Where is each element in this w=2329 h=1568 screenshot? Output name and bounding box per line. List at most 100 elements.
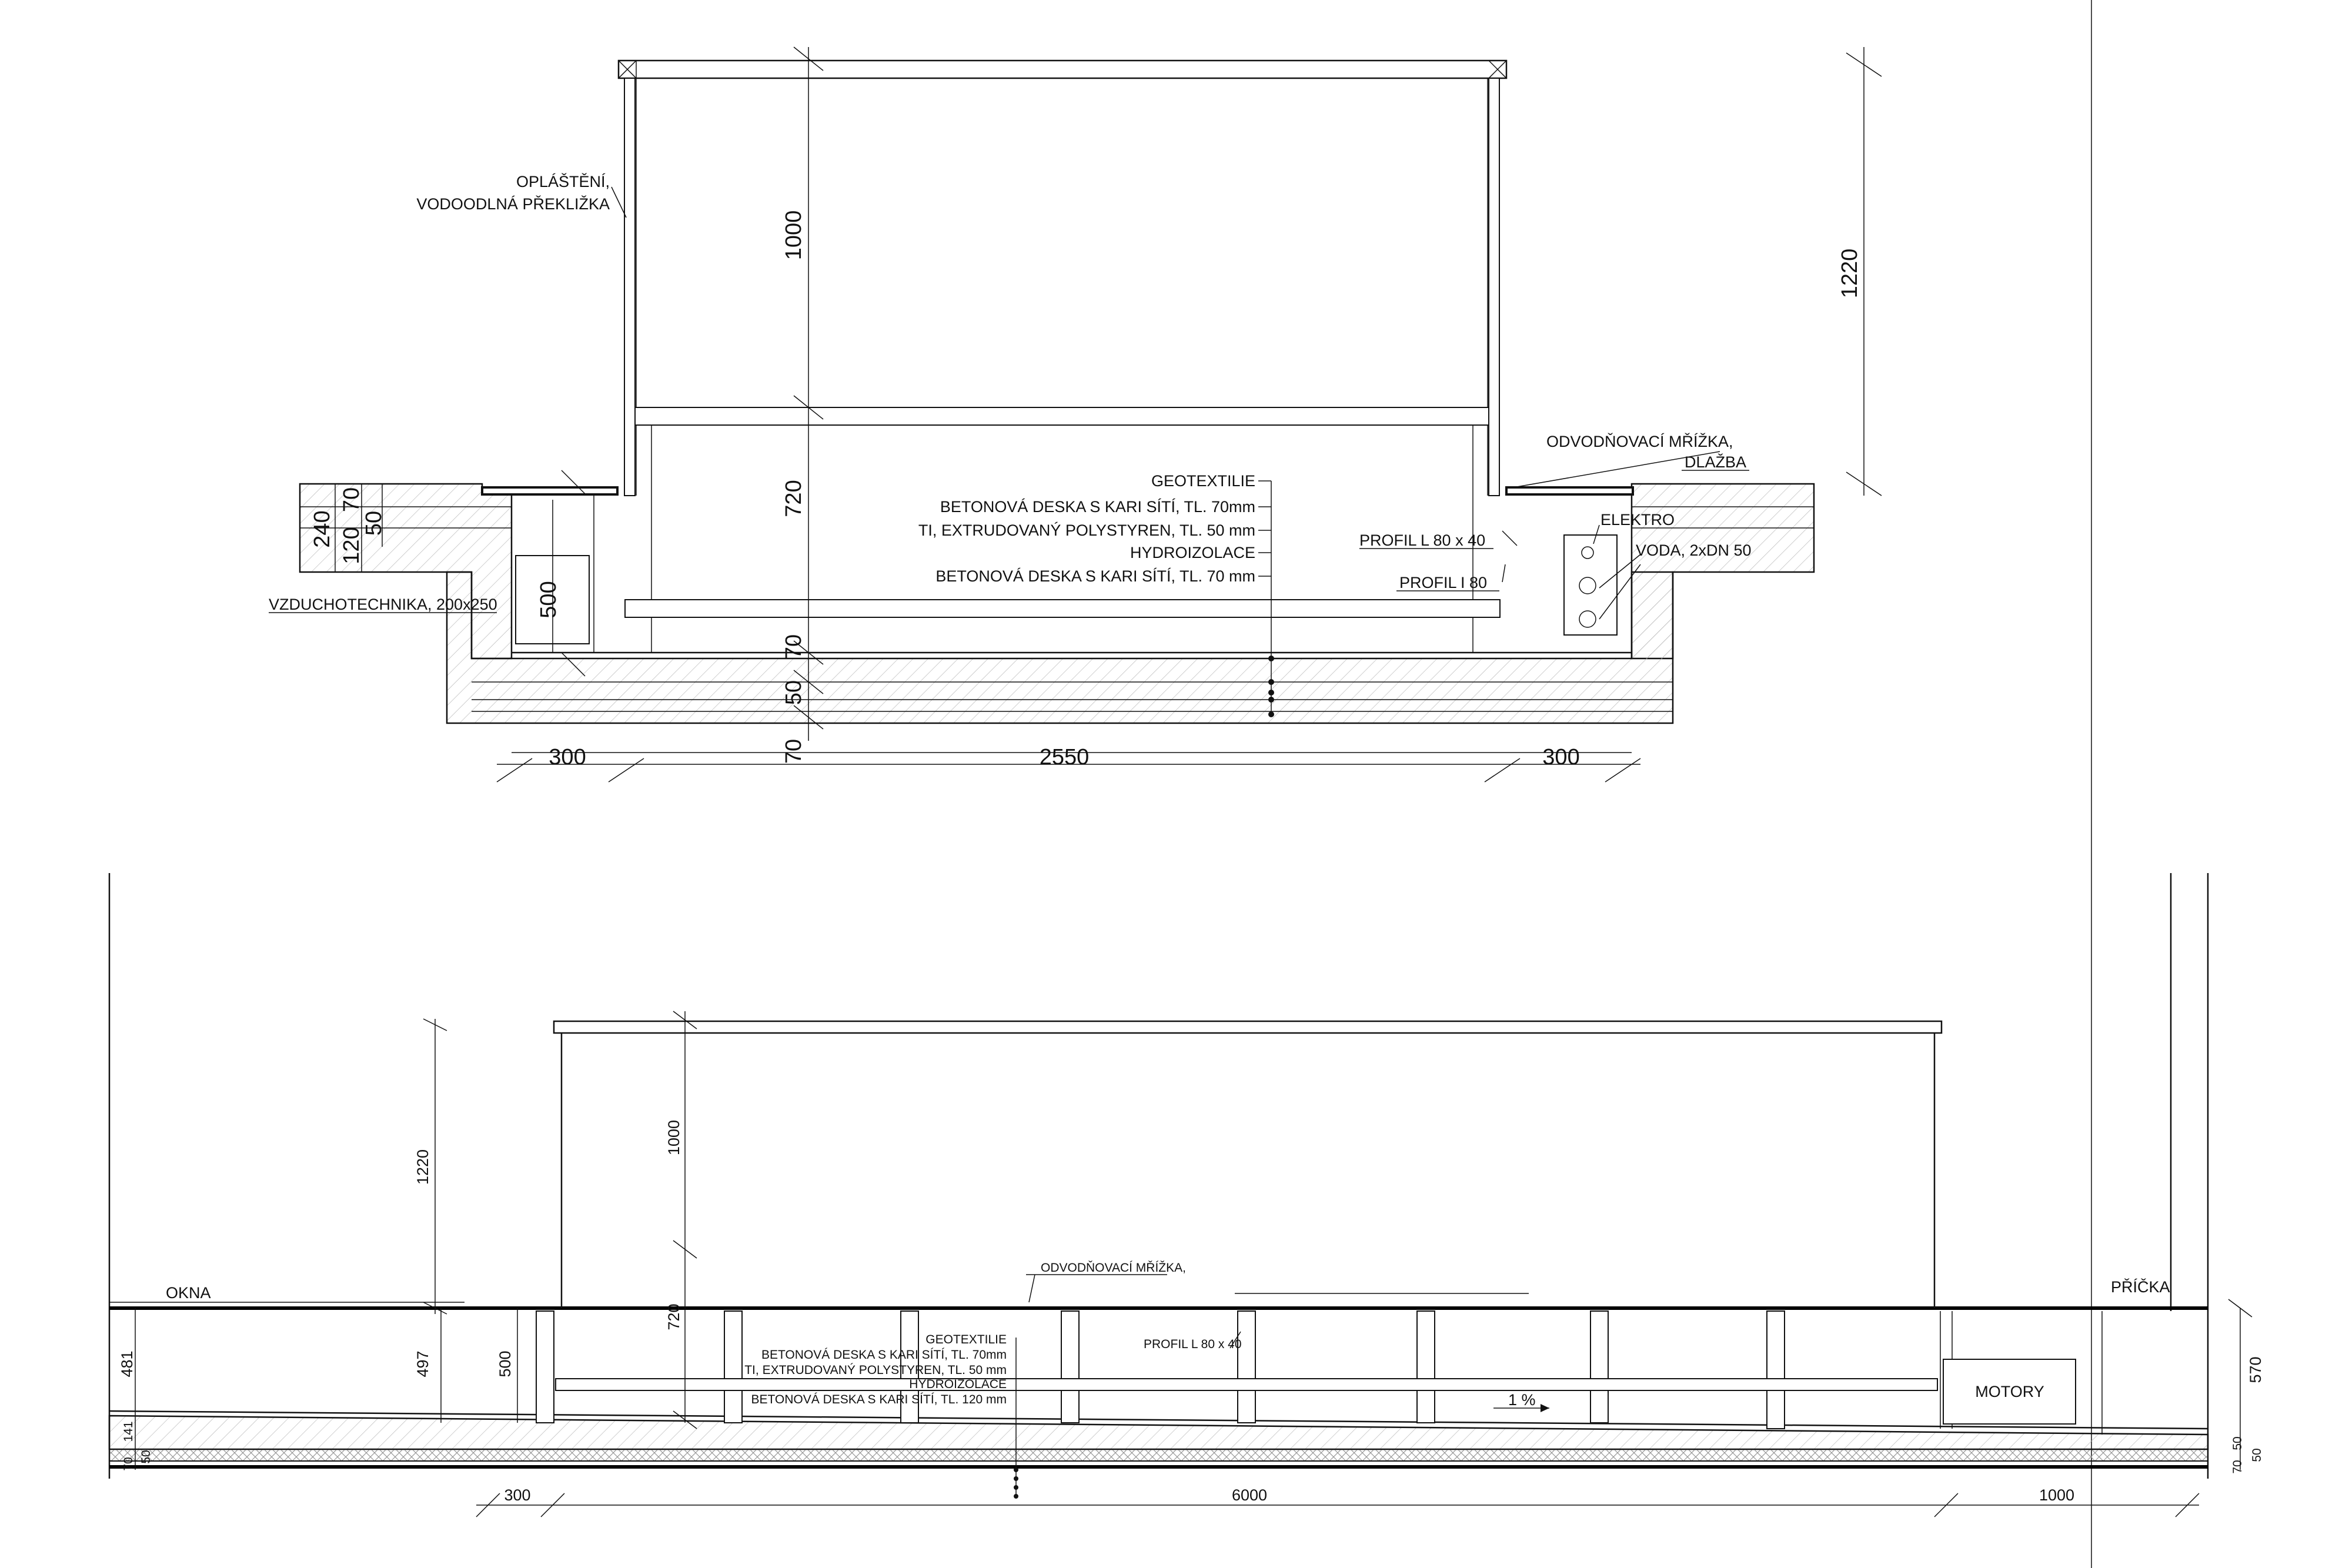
- longitudinal-section: 1220 1000 720 481 497 500 570 141 70 50 …: [108, 873, 2264, 1517]
- layer-label-b4: HYDROIZOLACE: [909, 1378, 1007, 1391]
- dim-70-right: 70: [2231, 1460, 2244, 1473]
- dim-tick: [423, 1018, 447, 1031]
- dim-tick: [561, 652, 586, 677]
- dim-tick: [793, 395, 824, 420]
- frame-post: [900, 1310, 919, 1423]
- frame-post: [1590, 1310, 1609, 1423]
- label-drain-grate: ODVODŇOVACÍ MŘÍŽKA,: [1546, 432, 1733, 450]
- grate-right: [1505, 486, 1634, 496]
- dim-tick: [1846, 472, 1882, 496]
- dim-tick: [2228, 1299, 2253, 1318]
- dim-tick: [793, 640, 824, 665]
- layer-label-4: HYDROIZOLACE: [1130, 544, 1255, 561]
- dim-720-b: 720: [665, 1303, 683, 1330]
- layer-dot: [1268, 690, 1274, 696]
- dim-tick: [496, 758, 533, 783]
- dim-240: 240: [310, 510, 335, 547]
- dim-70-left: 70: [122, 1457, 135, 1470]
- frame-post: [1766, 1310, 1785, 1429]
- dim-570: 570: [2247, 1356, 2264, 1383]
- ground-left: [299, 483, 513, 660]
- dim-tick: [673, 1011, 697, 1029]
- beam-cross: [618, 60, 637, 79]
- dim-1220: 1220: [1837, 249, 1862, 299]
- layer-label-5: BETONOVÁ DESKA S KARI SÍTÍ, TL. 70 mm: [935, 567, 1255, 585]
- water-pipe: [1579, 610, 1596, 628]
- label-cladding: OPLÁŠTĚNÍ,: [516, 172, 610, 190]
- frame-post: [1061, 1310, 1080, 1423]
- dim-tick: [793, 670, 824, 694]
- dim-70a: 70: [339, 487, 364, 512]
- dim-tick: [793, 705, 824, 730]
- dim-500: 500: [536, 581, 561, 618]
- profile-long: [555, 1378, 1938, 1391]
- label-ventilation: VZDUCHOTECHNIKA, 200x250: [269, 596, 497, 613]
- leader: [1229, 1331, 1241, 1349]
- dim-tick: [673, 1410, 697, 1429]
- sloped-line: [109, 1410, 2208, 1430]
- frame-post: [536, 1310, 554, 1423]
- dim-300-b: 300: [504, 1486, 530, 1504]
- dim-tick: [540, 1493, 565, 1517]
- dim-tick: [2175, 1493, 2200, 1517]
- dim-1220-b: 1220: [414, 1149, 432, 1185]
- frame-post: [724, 1310, 743, 1423]
- trough-layers: [446, 571, 1674, 724]
- profile-i: [624, 599, 1501, 618]
- bottom-slab: [108, 1415, 2209, 1450]
- label-electro: ELEKTRO: [1600, 511, 1675, 529]
- label-windows: OKNA: [166, 1284, 211, 1302]
- dim-tick: [608, 758, 644, 783]
- leader: [1502, 564, 1506, 583]
- dim-tick: [1934, 1493, 1959, 1517]
- layer-dot: [1268, 711, 1274, 717]
- top-beam: [617, 59, 1508, 79]
- layer-dot: [1014, 1467, 1018, 1472]
- beam-cross: [1488, 60, 1507, 79]
- grate-left: [481, 486, 619, 496]
- dim-300-right: 300: [1542, 745, 1579, 770]
- label-paving: DLAŽBA: [1685, 453, 1746, 471]
- slope-arrow-head: [1541, 1404, 1549, 1412]
- dim-tick: [1605, 758, 1641, 783]
- layer-dot: [1014, 1485, 1018, 1490]
- dim-1000-bottom: 1000: [2039, 1486, 2074, 1504]
- label-cladding-2: VODOODLNÁ PŘEKLIŽKA: [416, 195, 610, 213]
- dim-1000: 1000: [781, 210, 806, 260]
- layer-label-b3: TI, EXTRUDOVANÝ POLYSTYREN, TL. 50 mm: [744, 1363, 1007, 1377]
- layer-dot: [1268, 679, 1274, 685]
- layer-label-b5: BETONOVÁ DESKA S KARI SÍTÍ, TL. 120 mm: [751, 1393, 1007, 1406]
- dim-120: 120: [339, 527, 364, 564]
- layer-label-3: TI, EXTRUDOVANÝ POLYSTYREN, TL. 50 mm: [918, 521, 1255, 539]
- dim-tick: [476, 1493, 500, 1517]
- mid-beam: [634, 407, 1489, 426]
- insulation-layer: [109, 1449, 2208, 1462]
- dim-141: 141: [122, 1421, 135, 1442]
- water-pipe: [1579, 577, 1596, 594]
- frame-post: [1237, 1310, 1256, 1423]
- dim-50-left: 50: [139, 1450, 153, 1463]
- label-water: VODA, 2xDN 50: [1636, 541, 1752, 559]
- leader: [1599, 564, 1641, 620]
- leader: [1593, 524, 1600, 544]
- leader: [1502, 530, 1518, 546]
- layer-label-1: GEOTEXTILIE: [1151, 472, 1255, 490]
- layer-dot: [1014, 1494, 1018, 1499]
- label-profile-l: PROFIL L 80 x 40: [1359, 531, 1485, 549]
- dim-70c: 70: [781, 739, 806, 764]
- layer-dot: [1014, 1476, 1018, 1481]
- frame-post: [1416, 1310, 1435, 1423]
- dim-50-right-1: 50: [2231, 1436, 2244, 1450]
- dim-tick: [673, 1240, 697, 1259]
- motors-box: [1943, 1359, 2076, 1425]
- dim-70b: 70: [781, 634, 806, 659]
- dim-tick: [1846, 52, 1882, 77]
- top-beam-long: [553, 1020, 1943, 1034]
- leader: [611, 186, 627, 218]
- cross-section: 1000 720 1220 240 70 120 50 500 70 50 70…: [269, 46, 1882, 783]
- dim-720: 720: [781, 480, 806, 517]
- dim-tick: [561, 470, 586, 494]
- label-profile-i: PROFIL I 80: [1399, 574, 1487, 591]
- dim-6000: 6000: [1232, 1486, 1267, 1504]
